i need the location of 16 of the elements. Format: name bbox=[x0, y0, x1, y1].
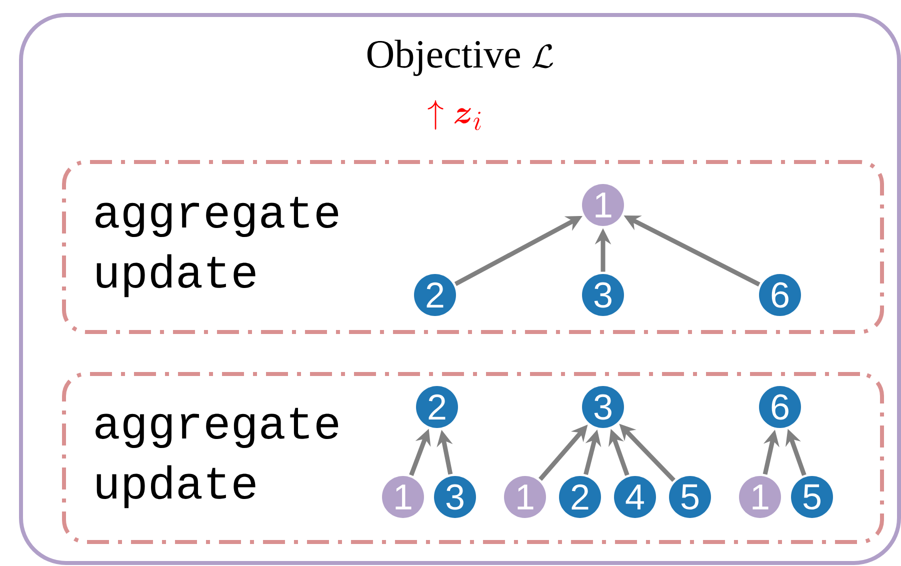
graph-node: 1 bbox=[582, 184, 624, 226]
graph-node: 1 bbox=[504, 476, 546, 518]
graph-node: 1 bbox=[382, 476, 424, 518]
graph-node: 3 bbox=[582, 386, 624, 428]
graph-node: 2 bbox=[416, 386, 458, 428]
graph-node: 5 bbox=[791, 476, 833, 518]
graph-node: 1 bbox=[739, 476, 781, 518]
graph-node: 4 bbox=[614, 476, 656, 518]
graph-node: 3 bbox=[434, 476, 476, 518]
graph-node: 6 bbox=[759, 386, 801, 428]
graph-node: 3 bbox=[582, 274, 624, 316]
graph-node: 2 bbox=[414, 274, 456, 316]
graph-node: 6 bbox=[759, 274, 801, 316]
gradient-label: $\uparrow \boldsymbol{z}_i$ bbox=[428, 100, 481, 130]
graph-node: 5 bbox=[669, 476, 711, 518]
graph-node: 2 bbox=[559, 476, 601, 518]
